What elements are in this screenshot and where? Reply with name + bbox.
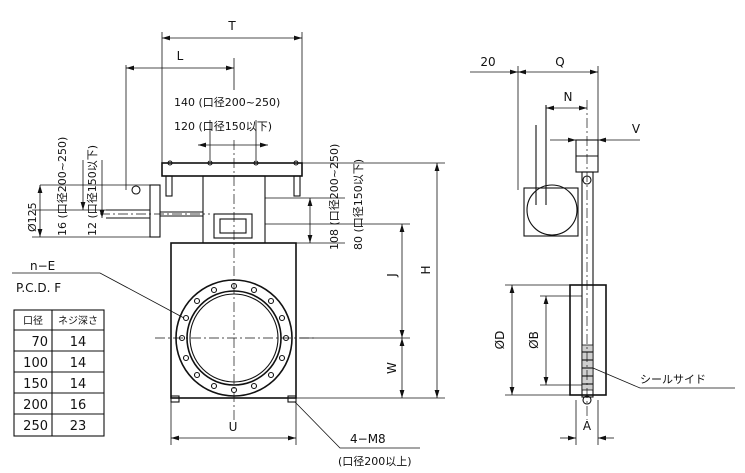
foot bbox=[287, 395, 297, 403]
table-header-depth: ネジ深さ bbox=[58, 315, 98, 327]
label-T: T bbox=[227, 19, 236, 33]
flange-bolt bbox=[167, 160, 173, 166]
table-cell: 200 bbox=[23, 398, 48, 413]
table-header-bore: 口径 bbox=[23, 314, 43, 327]
table-cell: 16 bbox=[70, 398, 87, 413]
table-cell: 14 bbox=[70, 335, 87, 350]
label-20: 20 bbox=[480, 55, 495, 69]
label-120: 120 (口径150以下) bbox=[174, 120, 272, 133]
label-dia125: Ø125 bbox=[26, 202, 39, 232]
label-pcd: P.C.D. F bbox=[16, 281, 61, 295]
side-lug bbox=[293, 175, 301, 197]
side-handwheel-box bbox=[523, 187, 579, 237]
flange-bolt bbox=[253, 160, 259, 166]
label-m8: 4−M8 bbox=[350, 432, 386, 446]
label-N: N bbox=[564, 90, 573, 104]
table-cell: 100 bbox=[23, 356, 48, 371]
inspection-window bbox=[213, 213, 253, 239]
label-12: 12 (口径150以下) bbox=[86, 145, 99, 236]
front-view bbox=[100, 140, 315, 420]
label-L: L bbox=[177, 49, 184, 63]
label-seal-side: シールサイド bbox=[640, 373, 706, 386]
table-cell: 14 bbox=[70, 356, 87, 371]
label-Q: Q bbox=[555, 55, 564, 69]
label-108: 108 (口径200~250) bbox=[328, 144, 341, 250]
flange-bolt bbox=[207, 160, 213, 166]
label-B: ØB bbox=[527, 331, 541, 349]
flange-bolt bbox=[293, 160, 299, 166]
label-A: A bbox=[583, 419, 592, 433]
table-cell: 150 bbox=[23, 377, 48, 392]
label-16: 16 (口径200~250) bbox=[56, 137, 69, 236]
dimension-labels: T L 140 (口径200~250) 120 (口径150以下) Ø125 1… bbox=[16, 19, 706, 468]
label-W: W bbox=[385, 362, 399, 374]
handle-knob bbox=[131, 185, 141, 195]
side-body bbox=[569, 284, 607, 396]
side-lug bbox=[165, 175, 173, 197]
label-140: 140 (口径200~250) bbox=[174, 96, 280, 109]
valve-body bbox=[170, 242, 297, 399]
label-H: H bbox=[419, 265, 433, 274]
label-nE: n−E bbox=[30, 259, 55, 273]
side-handwheel bbox=[526, 184, 578, 236]
label-U: U bbox=[229, 420, 238, 434]
label-J: J bbox=[385, 273, 399, 278]
front-dimensions bbox=[12, 32, 445, 449]
foot bbox=[170, 395, 180, 403]
inspection-window-inner bbox=[219, 218, 247, 234]
table-cell: 14 bbox=[70, 377, 87, 392]
thread-depth-table: 口径 ネジ深さ 70 14 100 14 150 14 200 16 250 2… bbox=[13, 309, 105, 437]
table-cell: 250 bbox=[23, 419, 48, 434]
side-view bbox=[523, 100, 607, 420]
top-flange bbox=[161, 162, 303, 177]
handle-wheel bbox=[149, 184, 161, 238]
table-cell: 23 bbox=[70, 419, 87, 434]
side-dimensions bbox=[470, 66, 735, 445]
table-cell: 70 bbox=[31, 335, 48, 350]
label-D: ØD bbox=[493, 331, 507, 350]
label-V: V bbox=[632, 122, 641, 136]
label-m8-note: (口径200以上) bbox=[338, 455, 412, 468]
label-80: 80 (口径150以下) bbox=[352, 159, 365, 250]
